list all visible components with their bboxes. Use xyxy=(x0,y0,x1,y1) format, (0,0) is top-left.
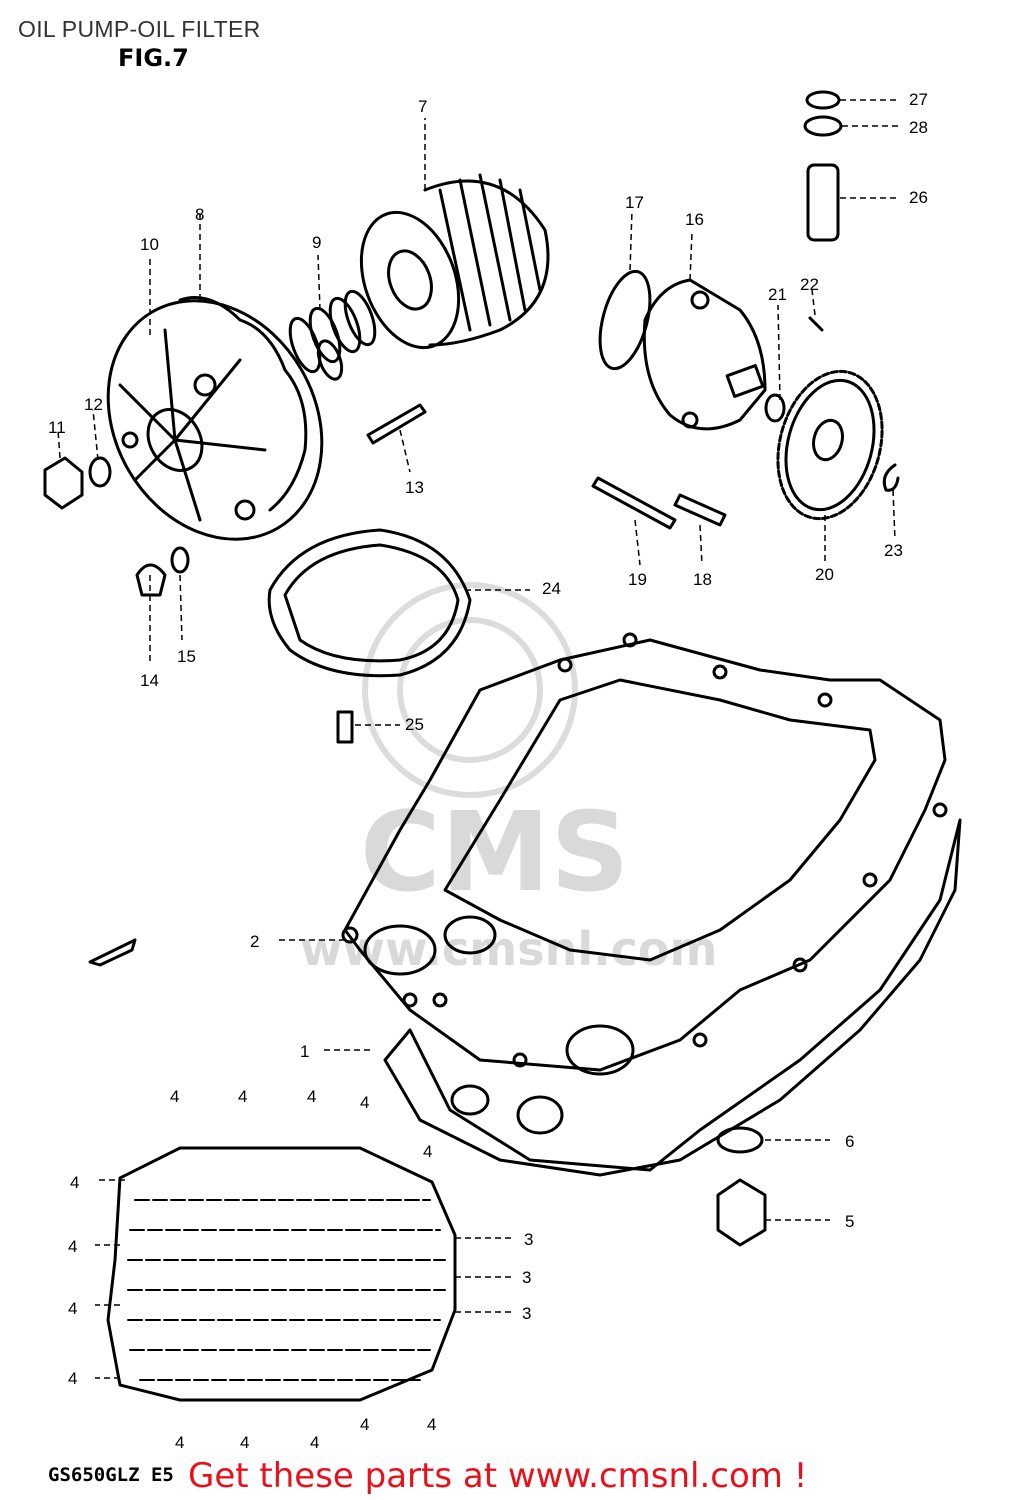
part-bolt-13 xyxy=(366,403,427,445)
callout-p8: 8 xyxy=(195,205,204,224)
part-oil-pan-gasket xyxy=(341,632,948,1076)
callout-p17: 17 xyxy=(625,193,644,212)
front-arrow-icon xyxy=(88,938,137,967)
callout-p18: 18 xyxy=(693,570,712,589)
part-bolt-19 xyxy=(591,476,677,530)
callout-p19: 19 xyxy=(628,570,647,589)
part-drain-nut xyxy=(43,456,112,510)
part-pump-gear xyxy=(776,369,884,521)
callout-p26: 26 xyxy=(909,188,928,207)
callout-p2: 2 xyxy=(250,932,259,951)
model-code: GS650GLZ E5 xyxy=(48,1464,174,1486)
part-oil-filter-cover xyxy=(106,299,324,541)
callout-p4-7: 4 xyxy=(68,1237,77,1256)
part-pin-22 xyxy=(808,316,824,332)
callout-p4-14: 4 xyxy=(427,1415,436,1434)
part-pressure-relief xyxy=(803,90,843,242)
callout-p9: 9 xyxy=(312,233,321,252)
part-washer-21 xyxy=(764,393,786,423)
callout-p3a: 3 xyxy=(524,1230,533,1249)
callout-p4-4: 4 xyxy=(307,1087,316,1106)
part-oil-pan-bottom-view xyxy=(106,1146,457,1402)
callout-p15: 15 xyxy=(177,647,196,666)
part-spring xyxy=(288,289,377,381)
part-oil-strainer xyxy=(267,528,472,678)
part-pump-gasket xyxy=(598,269,652,371)
watermark-logo xyxy=(362,582,578,798)
callout-p23: 23 xyxy=(884,541,903,560)
part-oil-pan xyxy=(383,818,962,1177)
callout-p7: 7 xyxy=(418,97,427,116)
part-cover-gasket xyxy=(178,296,308,512)
page-title: OIL PUMP-OIL FILTER xyxy=(18,16,261,42)
part-drain-plug xyxy=(716,1126,767,1247)
callout-p4-2: 4 xyxy=(170,1087,179,1106)
callout-p12: 12 xyxy=(84,395,103,414)
callout-p4-8: 4 xyxy=(68,1299,77,1318)
callout-p4: 4 xyxy=(70,1173,79,1192)
part-bolt-25 xyxy=(336,710,354,744)
callout-p21: 21 xyxy=(768,285,787,304)
callout-p4-11: 4 xyxy=(240,1433,249,1452)
part-oil-filter xyxy=(359,173,550,350)
part-cap-and-washer xyxy=(135,546,190,597)
callout-p6: 6 xyxy=(845,1132,854,1151)
callout-p3c: 3 xyxy=(522,1304,531,1323)
callout-p4-13: 4 xyxy=(360,1415,369,1434)
parts-link-banner[interactable]: Get these parts at www.cmsnl.com ! xyxy=(188,1456,808,1496)
callout-p10: 10 xyxy=(140,235,159,254)
callout-p28: 28 xyxy=(909,118,928,137)
callout-p4-5: 4 xyxy=(360,1093,369,1112)
callout-p4-6: 4 xyxy=(423,1142,432,1161)
part-circlip xyxy=(882,463,900,492)
callout-p14: 14 xyxy=(140,671,159,690)
callout-p16: 16 xyxy=(685,210,704,229)
figure-label: FIG.7 xyxy=(118,44,189,72)
callout-p24: 24 xyxy=(542,579,561,598)
callout-p27: 27 xyxy=(909,90,928,109)
callout-p25: 25 xyxy=(405,715,424,734)
callout-p4-3: 4 xyxy=(238,1087,247,1106)
callout-p22: 22 xyxy=(800,275,819,294)
callout-p4-10: 4 xyxy=(175,1433,184,1452)
callout-p3b: 3 xyxy=(522,1268,531,1287)
callout-p4-12: 4 xyxy=(310,1433,319,1452)
callout-p1: 1 xyxy=(300,1042,309,1061)
callout-p11: 11 xyxy=(48,418,66,437)
callout-p20: 20 xyxy=(815,565,834,584)
callout-p4-9: 4 xyxy=(68,1369,77,1388)
part-oil-pump xyxy=(642,278,767,431)
part-bolt-18 xyxy=(673,493,727,527)
callout-p5: 5 xyxy=(845,1212,854,1231)
watermark-url: www.cmsnl.com xyxy=(300,922,717,976)
callout-p13: 13 xyxy=(405,478,424,497)
